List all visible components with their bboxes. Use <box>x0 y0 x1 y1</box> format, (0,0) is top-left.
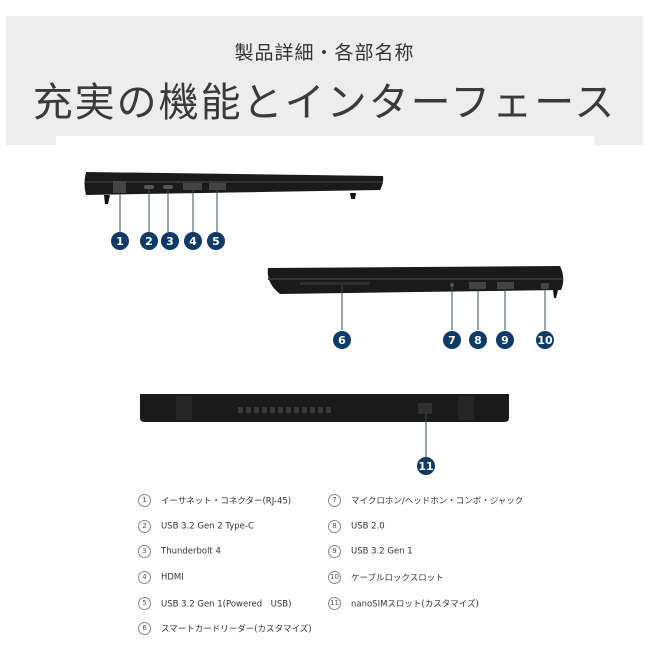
smart-card-slot <box>300 282 370 285</box>
svg-text:5: 5 <box>212 235 220 248</box>
page-title: 充実の機能とインターフェース <box>32 80 617 126</box>
svg-text:4: 4 <box>189 235 197 248</box>
audio-jack <box>450 283 454 287</box>
header-banner: 製品詳細・各部名称 充実の機能とインターフェース <box>6 16 643 145</box>
usb-a-port <box>209 183 226 190</box>
callout-badge: 8 <box>469 331 487 349</box>
ethernet-port <box>113 181 126 193</box>
svg-text:11: 11 <box>418 460 433 473</box>
callout-badge: 7 <box>443 331 461 349</box>
usb-c-port <box>144 185 154 189</box>
callout-badges: 1 2 3 4 5 6 7 8 9 10 11 <box>111 232 554 475</box>
callout-badge: 6 <box>333 331 351 349</box>
usb-2-port <box>469 282 486 289</box>
svg-text:7: 7 <box>448 334 456 347</box>
callout-badge: 2 <box>140 232 158 250</box>
lock-slot <box>541 283 549 289</box>
callout-badge: 11 <box>417 457 435 475</box>
svg-text:10: 10 <box>537 334 553 347</box>
laptop-rear <box>140 394 509 422</box>
callout-badge: 10 <box>536 331 554 349</box>
callout-badge: 9 <box>496 331 514 349</box>
hdmi-port <box>183 183 202 190</box>
svg-text:2: 2 <box>145 235 153 248</box>
usb-a-port-right <box>497 282 514 289</box>
callout-badge: 1 <box>111 232 129 250</box>
callout-badge: 3 <box>161 232 179 250</box>
svg-text:3: 3 <box>166 235 174 248</box>
thunderbolt-port <box>163 185 173 189</box>
header-cutout <box>56 136 594 148</box>
nanosim-slot <box>418 403 432 414</box>
svg-text:1: 1 <box>116 235 124 248</box>
callout-badge: 4 <box>184 232 202 250</box>
page-subtitle: 製品詳細・各部名称 <box>234 42 415 64</box>
svg-text:8: 8 <box>474 334 482 347</box>
svg-text:6: 6 <box>338 334 346 347</box>
laptop-right-side <box>267 266 564 298</box>
callout-badge: 5 <box>207 232 225 250</box>
laptop-left-side <box>84 172 384 204</box>
svg-text:9: 9 <box>501 334 509 347</box>
